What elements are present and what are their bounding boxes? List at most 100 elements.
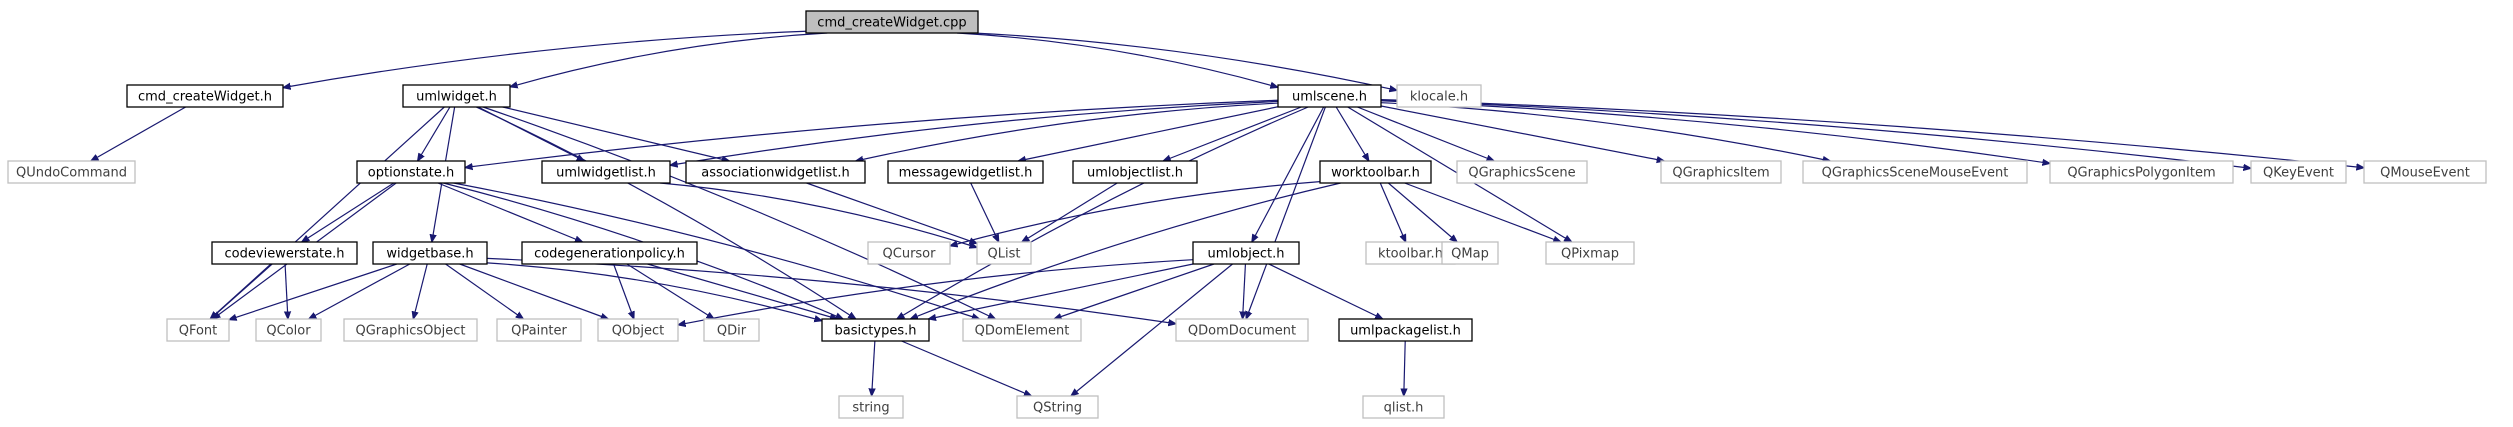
edge-umlscene-h-to-umlobjectlist-h	[1163, 106, 1302, 161]
node-box	[521, 241, 698, 265]
node-box	[2250, 160, 2347, 184]
node-umlobject-h[interactable]: umlobject.h	[1192, 241, 1300, 265]
edge-worktoolbar-h-to-qcursor	[950, 181, 1321, 246]
node-box	[1441, 241, 1499, 265]
node-umlscene-h[interactable]: umlscene.h	[1277, 84, 1382, 108]
node-umlwidgetlist-h[interactable]: umlwidgetlist.h	[541, 160, 671, 184]
node-box	[1545, 241, 1635, 265]
node-box	[1660, 160, 1782, 184]
edge-umlscene-h-to-umlobject-h	[1252, 106, 1325, 242]
node-cmd-createwidget-cpp[interactable]: cmd_createWidget.cpp	[805, 10, 979, 34]
node-box	[1802, 160, 2028, 184]
node-label: associationwidgetlist.h	[701, 166, 849, 181]
node-widgetbase-h[interactable]: widgetbase.h	[372, 241, 488, 265]
node-qundocommand[interactable]: QUndoCommand	[7, 160, 136, 184]
node-box	[211, 241, 358, 265]
node-label: QCursor	[883, 247, 937, 262]
node-qgraphicsobject[interactable]: QGraphicsObject	[343, 318, 478, 342]
node-qkeyevent[interactable]: QKeyEvent	[2250, 160, 2347, 184]
node-box	[496, 318, 582, 342]
node-box	[2363, 160, 2487, 184]
node-box	[166, 318, 230, 342]
node-basictypes-h[interactable]: basictypes.h	[821, 318, 930, 342]
edge-umlscene-h-to-optionstate-h	[465, 99, 1279, 167]
node-qcolor[interactable]: QColor	[255, 318, 322, 342]
node-qobject[interactable]: QObject	[597, 318, 679, 342]
node-box	[838, 395, 904, 419]
node-qgraphicspolygonitem[interactable]: QGraphicsPolygonItem	[2049, 160, 2234, 184]
edge-basictypes-h-to-qstring	[901, 340, 1032, 396]
node-box	[255, 318, 322, 342]
edge-worktoolbar-h-to-qmap	[1387, 182, 1457, 242]
node-qmouseevent[interactable]: QMouseEvent	[2363, 160, 2487, 184]
node-optionstate-h[interactable]: optionstate.h	[356, 160, 466, 184]
node-box	[1016, 395, 1099, 419]
node-box	[372, 241, 488, 265]
node-box	[1396, 84, 1482, 108]
node-qpixmap[interactable]: QPixmap	[1545, 241, 1635, 265]
edge-umlwidget-h-to-optionstate-h	[418, 106, 451, 161]
node-label: QList	[988, 247, 1021, 262]
node-qlist[interactable]: QList	[976, 241, 1032, 265]
node-string[interactable]: string	[838, 395, 904, 419]
node-umlobjectlist-h[interactable]: umlobjectlist.h	[1072, 160, 1198, 184]
node-codegenerationpolicy-h[interactable]: codegenerationpolicy.h	[521, 241, 698, 265]
node-umlpackagelist-h[interactable]: umlpackagelist.h	[1338, 318, 1473, 342]
node-box	[1338, 318, 1473, 342]
node-messagewidgetlist-h[interactable]: messagewidgetlist.h	[887, 160, 1044, 184]
node-associationwidgetlist-h[interactable]: associationwidgetlist.h	[685, 160, 866, 184]
edge-widgetbase-h-to-qgraphicsobject	[413, 263, 428, 319]
node-worktoolbar-h[interactable]: worktoolbar.h	[1319, 160, 1432, 184]
node-label: cmd_createWidget.cpp	[817, 16, 966, 31]
node-label: QMouseEvent	[2380, 166, 2470, 181]
node-umlwidget-h[interactable]: umlwidget.h	[402, 84, 511, 108]
node-ktoolbar-h[interactable]: ktoolbar.h	[1365, 241, 1456, 265]
node-label: umlwidgetlist.h	[556, 166, 656, 181]
node-qcursor[interactable]: QCursor	[867, 241, 951, 265]
node-label: cmd_createWidget.h	[138, 90, 272, 105]
node-klocale-h[interactable]: klocale.h	[1396, 84, 1482, 108]
node-label: QFont	[179, 324, 218, 339]
node-label: umlobject.h	[1208, 247, 1285, 262]
node-box	[867, 241, 951, 265]
node-qdir[interactable]: QDir	[703, 318, 760, 342]
node-box	[7, 160, 136, 184]
edge-umlscene-h-to-umlwidgetlist-h	[670, 100, 1279, 165]
edge-umlobject-h-to-qstring	[1071, 263, 1233, 396]
edge-widgetbase-h-to-basictypes-h	[486, 262, 822, 321]
edge-umlobject-h-to-qdomelement	[1054, 263, 1215, 319]
node-label: codegenerationpolicy.h	[534, 247, 685, 262]
node-codeviewerstate-h[interactable]: codeviewerstate.h	[211, 241, 358, 265]
edge-umlscene-h-to-qgraphicsitem	[1380, 105, 1664, 161]
node-label: QString	[1033, 401, 1082, 416]
node-qlist-h[interactable]: qlist.h	[1362, 395, 1445, 419]
node-box	[962, 318, 1082, 342]
node-label: umlscene.h	[1292, 90, 1367, 105]
edge-cmd-createwidget-cpp-to-umlwidget-h	[510, 32, 828, 87]
node-qdomelement[interactable]: QDomElement	[962, 318, 1082, 342]
edge-widgetbase-h-to-qfont	[229, 263, 398, 320]
node-box	[805, 10, 979, 34]
edge-umlscene-h-to-qkeyevent	[1380, 99, 2251, 168]
edge-umlwidget-h-to-associationwidgetlist-h	[502, 106, 730, 161]
node-qgraphicsscenemouseevent[interactable]: QGraphicsSceneMouseEvent	[1802, 160, 2028, 184]
node-qfont[interactable]: QFont	[166, 318, 230, 342]
edge-codeviewerstate-h-to-qcolor	[285, 263, 288, 319]
node-qstring[interactable]: QString	[1016, 395, 1099, 419]
node-box	[1362, 395, 1445, 419]
node-qdomdocument[interactable]: QDomDocument	[1175, 318, 1309, 342]
node-qpainter[interactable]: QPainter	[496, 318, 582, 342]
node-box	[1072, 160, 1198, 184]
node-label: QGraphicsScene	[1468, 166, 1575, 181]
node-box	[2049, 160, 2234, 184]
edge-optionstate-h-to-codeviewerstate-h	[302, 182, 395, 242]
node-label: QGraphicsPolygonItem	[2067, 166, 2215, 181]
node-label: widgetbase.h	[386, 247, 473, 262]
node-qgraphicsitem[interactable]: QGraphicsItem	[1660, 160, 1782, 184]
node-qmap[interactable]: QMap	[1441, 241, 1499, 265]
edge-umlpackagelist-h-to-qlist-h	[1404, 340, 1405, 396]
node-cmd-createwidget-h[interactable]: cmd_createWidget.h	[126, 84, 284, 108]
node-qgraphicsscene[interactable]: QGraphicsScene	[1456, 160, 1588, 184]
edge-widgetbase-h-to-qobject	[459, 263, 609, 319]
